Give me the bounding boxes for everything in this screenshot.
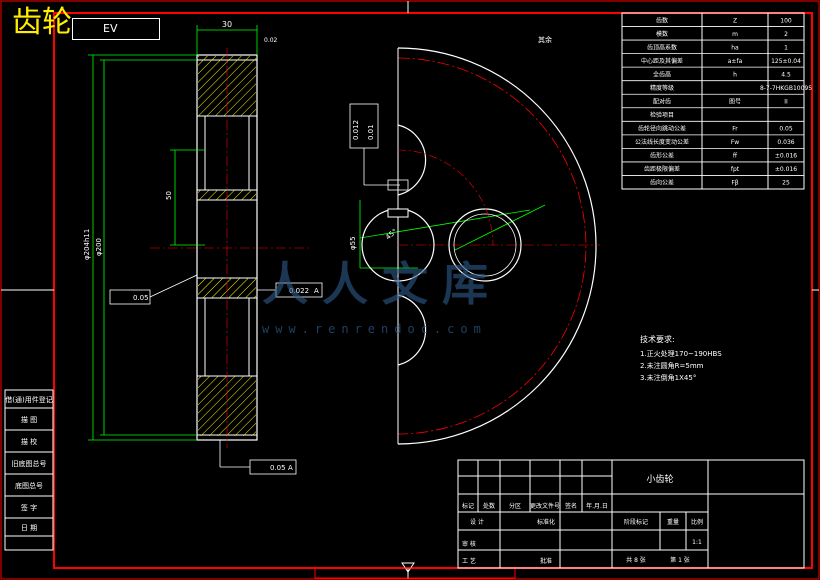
dim-web: 50	[165, 191, 173, 200]
param-symbol: h	[733, 71, 737, 78]
param-symbol: Fr	[732, 126, 738, 133]
param-name: 齿数	[656, 16, 668, 24]
design-label: 设 计	[470, 518, 484, 526]
approve-label: 批准	[540, 557, 552, 565]
param-name: 齿形公差	[650, 152, 674, 160]
drawing-title: 齿轮	[12, 5, 72, 40]
param-name: 公法线长度变动公差	[635, 138, 689, 146]
param-symbol: a±fa	[728, 58, 743, 65]
param-value: 2	[784, 31, 788, 38]
left-strip-label: 描 校	[21, 437, 37, 446]
tol-datum-bottom: A	[288, 464, 293, 472]
tb-row-label: 年.月.日	[586, 502, 608, 510]
dim-width-tol: 0.02	[264, 37, 278, 44]
param-name: 配对齿	[653, 98, 671, 106]
bore-label: φ55	[349, 236, 357, 250]
param-symbol: ff	[733, 153, 738, 160]
scale-value: 1:1	[692, 539, 702, 546]
param-name: 中心距及其偏差	[641, 57, 683, 65]
sheet-count: 共 8 张	[626, 556, 646, 564]
left-strip-label: 旧底图总号	[12, 459, 47, 468]
param-value: 0.05	[779, 126, 793, 133]
tb-row-label: 更改文件号	[530, 502, 560, 510]
tech-req-item: 1.正火处理170~190HBS	[640, 349, 722, 358]
annotations: 30 0.02 φ204h11 φ200 50 0.05 0.022 A 0.0…	[83, 20, 722, 565]
param-value: 4.5	[781, 71, 791, 78]
param-value: 25	[782, 180, 790, 187]
dim-ref-dia: φ200	[95, 238, 103, 256]
drawing-tag: EV	[72, 18, 160, 40]
dimension-lines	[88, 25, 546, 441]
gear-section-view	[150, 48, 310, 448]
tol-face-value: 0.05	[133, 294, 149, 302]
tol-bottom-value: 0.05	[270, 464, 286, 472]
dim-width: 30	[222, 20, 232, 29]
param-symbol: fpt	[731, 166, 740, 173]
tol-datum: A	[314, 287, 319, 295]
param-symbol: Z	[733, 17, 737, 24]
stage-label: 阶段标记	[624, 518, 648, 526]
title-block	[457, 459, 805, 569]
part-name: 小齿轮	[646, 473, 673, 485]
tech-req-item: 3.未注倒角1X45°	[640, 373, 696, 382]
param-value: ±0.016	[775, 166, 797, 173]
param-value: 8-7-7HKGB10095	[760, 85, 812, 92]
key-tol-1: 0.012	[352, 120, 360, 140]
tb-row-label: 签名	[565, 502, 577, 510]
drawing-header: 齿轮 EV	[0, 0, 160, 42]
tech-req-item: 2.未注圆角R=5mm	[640, 361, 704, 370]
tb-row-label: 处数	[483, 502, 495, 510]
process-label: 工 艺	[462, 557, 476, 565]
left-strip: 借(通)用件登记 描 图 描 校 旧底图总号 底图总号 签 字 日 期	[4, 389, 54, 551]
param-value: 0.036	[777, 139, 794, 146]
sheet-number: 第 1 张	[670, 556, 690, 564]
param-value: ±0.016	[775, 153, 797, 160]
dim-outer-dia: φ204h11	[83, 229, 91, 260]
param-symbol: m	[732, 31, 738, 38]
tolerance-frames	[109, 103, 409, 475]
scale-label: 比例	[691, 518, 703, 526]
left-strip-label: 描 图	[21, 415, 37, 424]
param-value: 125±0.04	[771, 58, 801, 65]
tb-row-label: 分区	[509, 502, 521, 510]
param-symbol: Fw	[731, 139, 739, 146]
param-symbol: Fβ	[731, 180, 738, 187]
param-name: 齿距极限偏差	[644, 165, 680, 173]
left-strip-label: 借(通)用件登记	[5, 395, 52, 404]
param-name: 齿向公差	[650, 179, 674, 187]
param-name: 齿顶高系数	[647, 43, 677, 51]
tech-req-title: 技术要求:	[640, 334, 675, 344]
tb-row-label: 标记	[462, 502, 474, 510]
param-name: 精度等级	[650, 84, 674, 92]
gear-front-view	[361, 47, 600, 445]
param-name: 检验项目	[650, 111, 674, 119]
tol-mid-value: 0.022	[289, 287, 309, 295]
param-symbol: 图号	[729, 99, 741, 106]
param-name: 模数	[656, 30, 668, 38]
gear-parameter-table: 齿数 Z 100 模数 m 2 齿顶高系数 ha 1 中心距及其偏差 a±fa 125±0.04 全齿高…	[621, 12, 812, 190]
left-strip-label: 日 期	[21, 524, 37, 532]
param-value: 100	[780, 17, 792, 24]
review-label: 审 核	[462, 540, 476, 548]
param-value: 1	[784, 44, 788, 51]
key-tol-2: 0.01	[367, 124, 375, 140]
left-strip-label: 底图总号	[15, 481, 43, 490]
weight-label: 重量	[667, 518, 679, 526]
param-name: 全齿高	[653, 70, 671, 78]
left-strip-label: 签 字	[21, 503, 37, 512]
standard-label: 标准化	[537, 518, 555, 526]
param-symbol: ha	[731, 44, 739, 51]
bore-angle: 45°	[384, 227, 399, 241]
param-value: II	[784, 99, 788, 106]
chamfer-tag: 其余	[538, 35, 552, 44]
param-name: 齿轮径向跳动公差	[638, 125, 686, 133]
